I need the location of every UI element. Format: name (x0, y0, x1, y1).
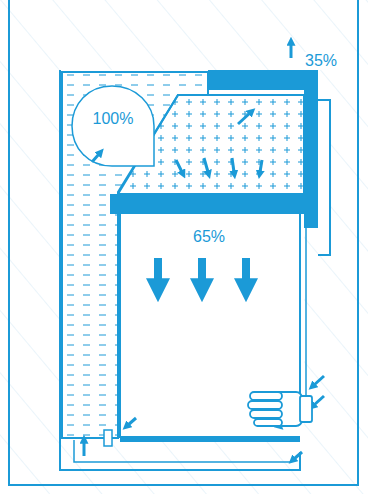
exhaust-filter (208, 70, 318, 90)
rear-wall (119, 214, 121, 438)
supply-filter (110, 194, 306, 214)
grille-post (104, 430, 112, 446)
frame (9, 0, 358, 485)
front-column (304, 70, 318, 228)
front-sash (318, 100, 330, 255)
fan-blob: 100% (68, 82, 158, 170)
sash-glass (299, 214, 301, 420)
percentage-label: 65% (192, 228, 226, 246)
work-surface (120, 436, 300, 442)
percentage-label: 35% (304, 52, 338, 70)
percentage-label: 100% (93, 110, 134, 128)
hand-icon (248, 392, 312, 426)
